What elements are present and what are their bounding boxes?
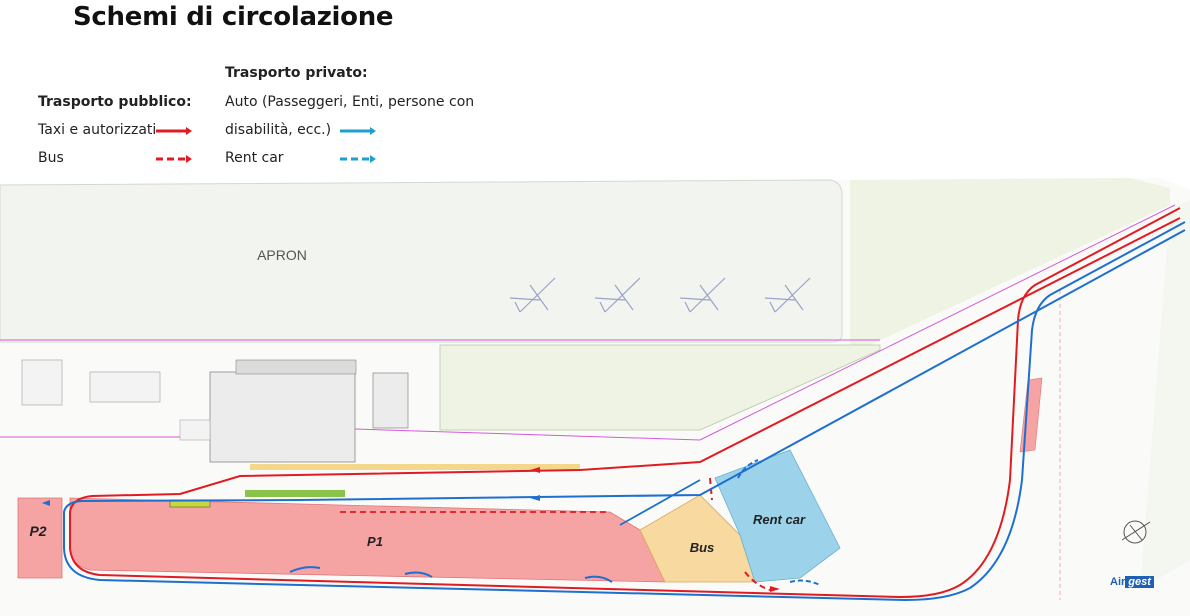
auto-solid-blue-arrow-icon <box>340 127 376 135</box>
auto-route-branch <box>584 575 613 583</box>
bus-dashed-red-arrow-icon <box>156 155 192 163</box>
zone-label-bus: Bus <box>690 540 715 555</box>
auto-route <box>63 221 1186 602</box>
auto-route-branch <box>289 566 321 573</box>
aircraft-icon <box>679 277 726 313</box>
apron-area <box>0 179 843 343</box>
grass-area-center <box>439 344 881 431</box>
logo-gest-text: gest <box>1125 576 1154 588</box>
grass-area-east <box>1140 200 1190 590</box>
curb-strip <box>250 464 580 470</box>
auto-route-arrowhead <box>530 495 540 501</box>
rent-car-zone <box>714 449 841 583</box>
legend-public-heading: Trasporto pubblico: <box>38 94 192 110</box>
rentcar-route <box>789 579 821 586</box>
taxi-route-arrowhead <box>770 586 780 592</box>
zone-label-rent-car: Rent car <box>753 512 806 527</box>
building <box>21 359 63 406</box>
zone-label-p1: P1 <box>367 534 383 549</box>
aircraft-icon <box>594 277 641 313</box>
auto-route-branch <box>619 479 701 526</box>
parking-zone-p2 <box>17 497 63 579</box>
taxi-solid-red-arrow-icon <box>156 127 192 135</box>
legend-bus-label: Bus <box>38 150 64 166</box>
logo-air-text: Air <box>1110 576 1126 588</box>
legend-rentcar-label: Rent car <box>225 150 284 166</box>
terminal-building <box>209 371 356 463</box>
apron-label: APRON <box>257 247 307 263</box>
auto-route-branch <box>404 571 433 578</box>
rentcar-dashed-blue-arrow-icon <box>340 155 376 163</box>
bus-route <box>744 571 771 591</box>
aircraft-icon <box>509 277 556 313</box>
terminal-roof <box>235 359 357 375</box>
building <box>179 419 211 441</box>
curb-strip-green <box>245 490 345 497</box>
legend-auto-label-line2: disabilità, ecc.) <box>225 122 332 138</box>
compass-emblem-icon <box>1121 520 1151 544</box>
grass-area-north <box>850 178 1170 345</box>
legend-taxi-label: Taxi e autorizzati <box>38 122 157 138</box>
zone-label-p2: P2 <box>29 523 46 539</box>
auto-route-arrowhead <box>42 500 50 506</box>
boundary-line <box>699 204 1176 441</box>
aircraft-icon <box>764 277 811 313</box>
taxi-route-arrowhead <box>530 467 540 473</box>
legend-private-heading: Trasporto privato: <box>225 65 368 81</box>
rentcar-route <box>737 459 759 479</box>
legend-auto-label-line1: Auto (Passeggeri, Enti, persone con <box>225 94 475 110</box>
building <box>89 371 161 403</box>
page-title: Schemi di circolazione <box>73 2 394 32</box>
building <box>372 372 409 429</box>
